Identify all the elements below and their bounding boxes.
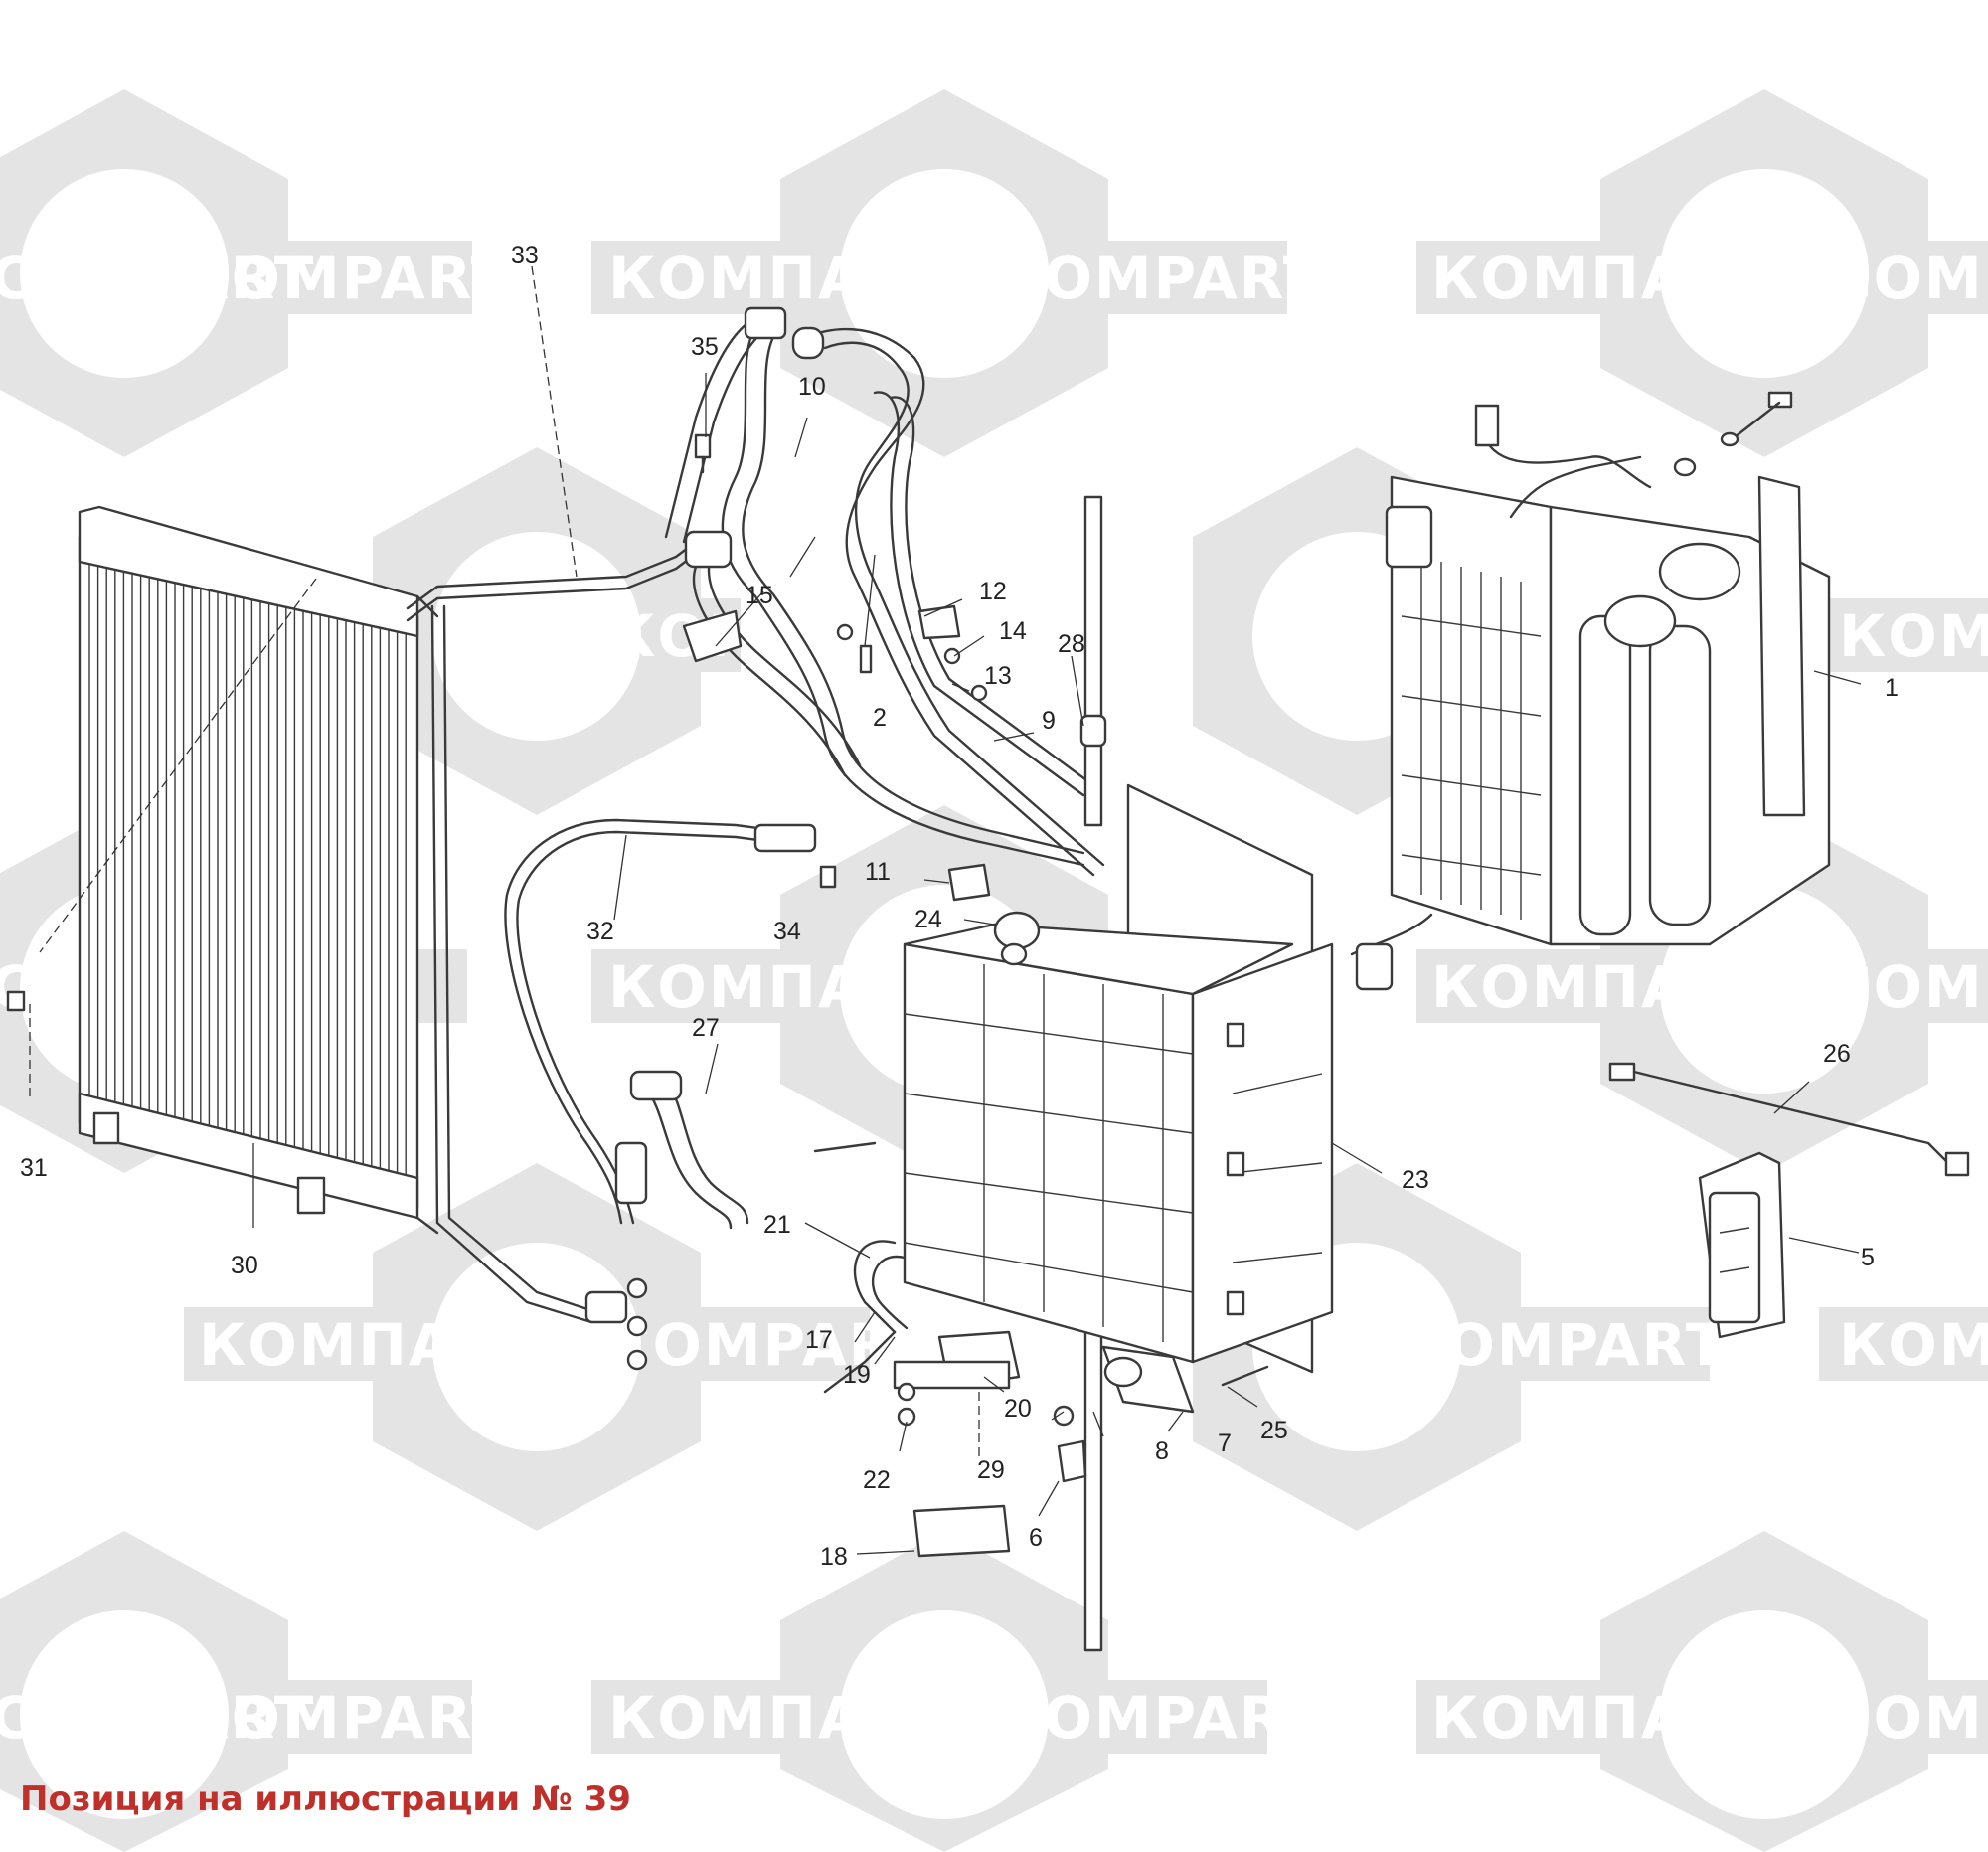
watermark-text: COMPART — [1829, 953, 1988, 1021]
watermark-text: КОМПАРТ — [1431, 953, 1773, 1021]
refrigerant-lines — [406, 306, 1107, 1652]
callout-12: 12 — [979, 578, 1007, 605]
callout-21: 21 — [763, 1211, 791, 1239]
watermark-text: COMPART — [1829, 245, 1988, 312]
illustration-position-caption: Позиция на иллюстрации № 39 — [20, 1779, 631, 1819]
callout-2: 2 — [873, 704, 887, 732]
callout-22: 22 — [863, 1466, 891, 1494]
watermark-text: КОМПАРТ — [1431, 1684, 1773, 1752]
callout-18: 18 — [820, 1543, 848, 1571]
watermark-text: COMPART — [999, 245, 1324, 312]
callout-26: 26 — [1823, 1040, 1851, 1068]
heater-unit-part — [1350, 391, 1831, 991]
callout-27: 27 — [692, 1014, 720, 1042]
callout-25: 25 — [1260, 1417, 1288, 1444]
small-parts — [6, 433, 1970, 1558]
callout-11: 11 — [865, 858, 891, 886]
watermark-text: COMPART — [187, 1684, 512, 1752]
callout-7: 7 — [1218, 1430, 1232, 1457]
watermark-text: COMPART — [0, 245, 315, 312]
watermark-text: КОМПАРТ — [608, 245, 950, 312]
callout-30: 30 — [231, 1252, 258, 1279]
callout-5: 5 — [1861, 1244, 1875, 1271]
callout-8: 8 — [1155, 1437, 1169, 1465]
watermark-text: COMPART — [187, 245, 512, 312]
callout-15: 15 — [746, 582, 773, 609]
callout-6: 6 — [1029, 1524, 1043, 1552]
callout-layer: 1 2 5 6 7 8 9 10 11 12 13 14 15 17 18 19… — [20, 242, 1899, 1571]
callout-14: 14 — [999, 617, 1027, 645]
callout-9: 9 — [1042, 707, 1056, 735]
watermark-text: КОМПАРТ — [1839, 1311, 1988, 1379]
watermark-text: COMPART — [1402, 1311, 1727, 1379]
watermark-text: КОМПАРТ — [1839, 602, 1988, 670]
callout-31: 31 — [20, 1154, 48, 1182]
watermark-text: COMPART — [608, 1311, 933, 1379]
watermark-text: COMPART — [0, 1684, 315, 1752]
callout-20: 20 — [1004, 1395, 1032, 1423]
callout-17: 17 — [805, 1326, 833, 1354]
callout-1: 1 — [1885, 674, 1899, 702]
callout-34: 34 — [773, 918, 801, 945]
callout-32: 32 — [586, 918, 614, 945]
callout-28: 28 — [1058, 630, 1085, 658]
callout-24: 24 — [914, 906, 942, 933]
watermark-text: КОМПАРТ — [1431, 245, 1773, 312]
watermark-text: КОМПАРТ — [608, 953, 950, 1021]
watermark-text: КОМПАРТ — [199, 1311, 541, 1379]
callout-35: 35 — [691, 333, 719, 361]
callout-33: 33 — [511, 242, 539, 269]
callout-23: 23 — [1402, 1166, 1429, 1194]
evaporator-case-part — [903, 783, 1334, 1374]
condenser-part — [78, 505, 439, 1235]
watermark-text: КОМПАРТ — [608, 1684, 950, 1752]
callout-13: 13 — [984, 662, 1012, 690]
watermark-text: COMPART — [999, 1684, 1324, 1752]
callout-29: 29 — [977, 1456, 1005, 1484]
callout-10: 10 — [798, 373, 826, 401]
leader-lines — [29, 265, 1862, 1555]
callout-19: 19 — [843, 1361, 871, 1389]
watermark-text: COMPART — [1829, 1684, 1988, 1752]
